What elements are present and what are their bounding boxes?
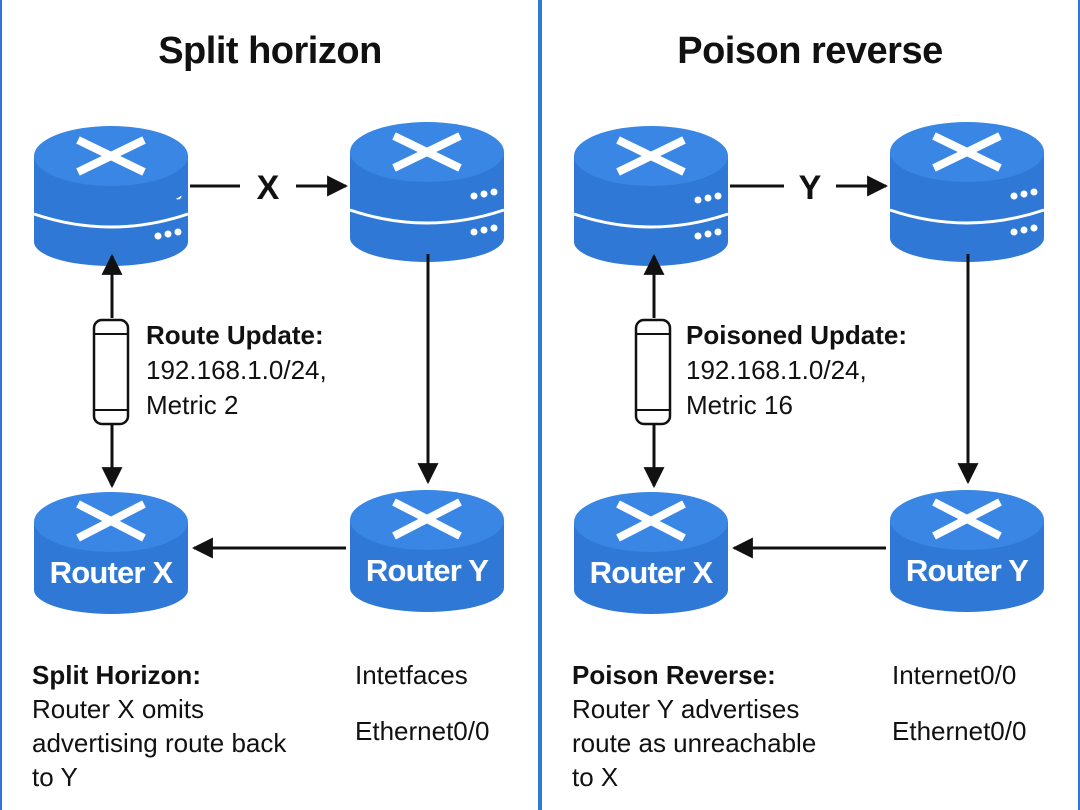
panel-divider <box>538 0 542 810</box>
router-y-icon: Router Y <box>350 490 504 612</box>
router-y-label: Router Y <box>366 553 489 588</box>
note-line: route as unreachable <box>572 728 817 758</box>
poisoned-update-box: Poisoned Update: 192.168.1.0/24, Metric … <box>686 318 907 423</box>
update-heading: Route Update: <box>146 320 324 350</box>
update-heading: Poisoned Update: <box>686 320 908 350</box>
network-diagram: Router X Router Y Y <box>573 122 1045 614</box>
top-right-router-icon <box>349 122 505 262</box>
top-left-router-icon <box>33 126 189 266</box>
panel-title: Poison reverse <box>677 30 943 72</box>
interface-name: Ethernet0/0 <box>892 716 1027 746</box>
split-horizon-panel: Split horizon <box>32 30 505 794</box>
link-label: Y <box>799 169 822 207</box>
cable-icon <box>634 318 672 426</box>
note-line: advertising route back <box>32 728 287 758</box>
interface-name: Ethernet0/0 <box>355 716 490 746</box>
update-prefix: 192.168.1.0/24, <box>146 355 327 385</box>
interfaces-list: Internet0/0 Ethernet0/0 <box>892 658 1026 748</box>
router-y-icon: Router Y <box>890 490 1044 612</box>
explanation-note: Poison Reverse: Router Y advertises rout… <box>572 658 872 794</box>
interface-name: Internet0/0 <box>892 660 1017 690</box>
router-y-label: Router Y <box>906 553 1029 588</box>
router-x-label: Router X <box>590 555 714 590</box>
note-line: Router X omits <box>32 694 204 724</box>
left-border <box>0 0 2 810</box>
interfaces-list: Intetfaces Ethernet0/0 <box>355 658 489 748</box>
note-heading: Split Horizon: <box>32 660 201 690</box>
top-right-router-icon <box>889 122 1045 262</box>
cable-icon <box>92 318 130 426</box>
interface-heading: Intetfaces <box>355 660 468 690</box>
route-update-box: Route Update: 192.168.1.0/24, Metric 2 <box>146 318 327 423</box>
poison-reverse-panel: Poison reverse <box>540 0 1080 810</box>
right-border <box>1078 0 1080 810</box>
explanation-note: Split Horizon: Router X omits advertisin… <box>32 658 332 794</box>
network-diagram: Router X Router Y X <box>33 122 505 614</box>
top-left-router-icon <box>573 126 729 266</box>
router-x-icon: Router X <box>574 492 728 614</box>
update-prefix: 192.168.1.0/24, <box>686 355 867 385</box>
note-heading: Poison Reverse: <box>572 660 776 690</box>
panel-title: Split horizon <box>158 30 382 72</box>
update-metric: Metric 16 <box>686 390 793 420</box>
note-line: to Y <box>32 762 78 792</box>
router-x-label: Router X <box>50 555 174 590</box>
link-label: X <box>257 169 280 207</box>
note-line: Router Y advertises <box>572 694 800 724</box>
note-line: to X <box>572 762 619 792</box>
update-metric: Metric 2 <box>146 390 239 420</box>
router-x-icon: Router X <box>34 492 188 614</box>
